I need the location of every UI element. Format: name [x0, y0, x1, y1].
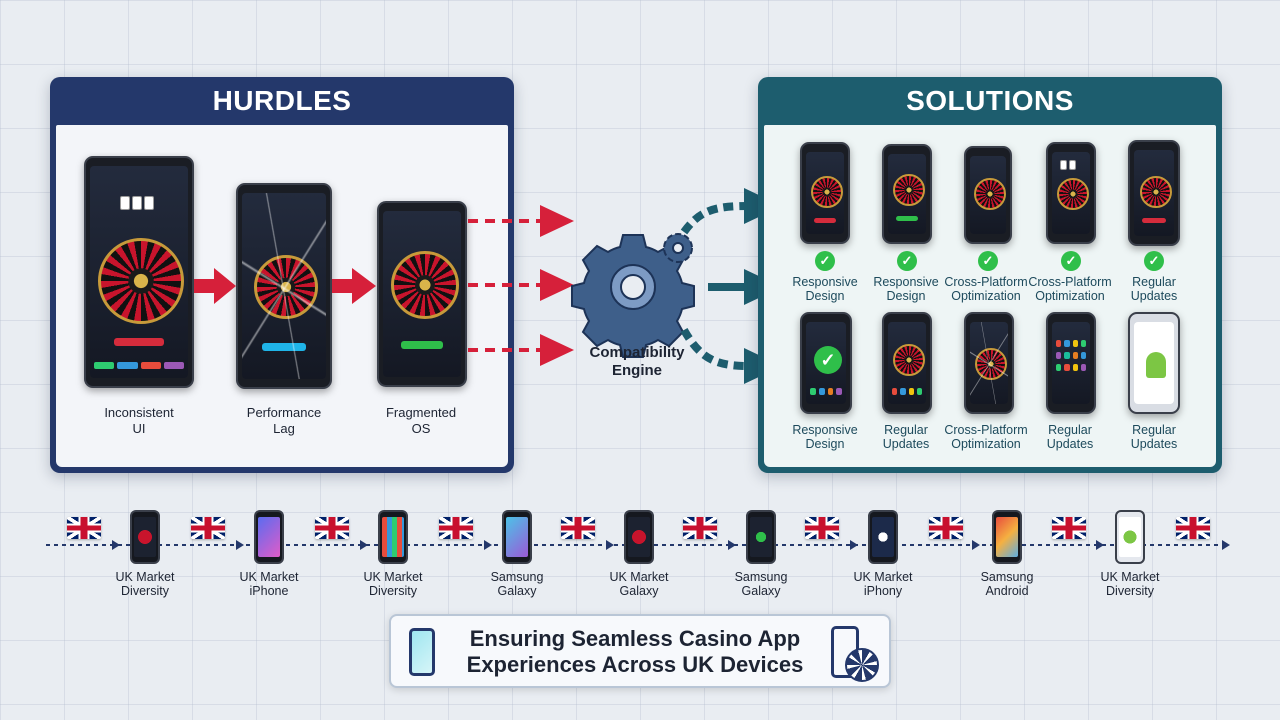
uk-flag-icon: [315, 517, 349, 539]
strip-phone-7: [868, 510, 898, 564]
solution-phone-r1-5: [1128, 140, 1180, 246]
strip-label-3: UK Market Diversity: [348, 570, 438, 598]
uk-flag-icon: [805, 517, 839, 539]
android-icon: [1146, 352, 1166, 378]
solution-phone-r2-5: [1128, 312, 1180, 414]
strip-phone-6: [746, 510, 776, 564]
check-icon: ✓: [1061, 251, 1081, 271]
phone-icon: [409, 628, 435, 676]
solutions-title: SOLUTIONS: [758, 77, 1222, 125]
strip-phone-3: [378, 510, 408, 564]
label-fragmented-os: Fragmented OS: [371, 405, 471, 437]
uk-flag-icon: [191, 517, 225, 539]
uk-flag-icon: [439, 517, 473, 539]
solution-phone-r2-2: [882, 312, 932, 414]
strip-phone-4: [502, 510, 532, 564]
casino-chip-icon: [845, 648, 879, 682]
strip-label-4: Samsung Galaxy: [472, 570, 562, 598]
uk-flag-icon: [1052, 517, 1086, 539]
solution-label-r1-4: Cross-Platform Optimization: [1022, 275, 1118, 303]
phone-inconsistent-ui: [84, 156, 194, 388]
small-gear-icon: [664, 234, 692, 262]
label-performance-lag: Performance Lag: [234, 405, 334, 437]
solution-phone-r2-1: ✓: [800, 312, 852, 414]
solution-label-r2-5: Regular Updates: [1106, 423, 1202, 451]
strip-label-9: UK Market Diversity: [1085, 570, 1175, 598]
strip-label-6: Samsung Galaxy: [716, 570, 806, 598]
uk-flag-icon: [683, 517, 717, 539]
banner-text: Ensuring Seamless Casino App Experiences…: [451, 626, 819, 678]
strip-phone-5: [624, 510, 654, 564]
phone-performance-lag: [236, 183, 332, 389]
strip-phone-8: [992, 510, 1022, 564]
solution-phone-r1-3: [964, 146, 1012, 244]
check-icon: ✓: [1144, 251, 1164, 271]
strip-label-1: UK Market Diversity: [100, 570, 190, 598]
solution-phone-r1-1: [800, 142, 850, 244]
uk-flag-icon: [67, 517, 101, 539]
check-icon: ✓: [978, 251, 998, 271]
solution-phone-r2-4: [1046, 312, 1096, 414]
solution-label-r2-3: Cross-Platform Optimization: [938, 423, 1034, 451]
strip-label-8: Samsung Android: [962, 570, 1052, 598]
solution-label-r1-5: Regular Updates: [1106, 275, 1202, 303]
footer-banner: Ensuring Seamless Casino App Experiences…: [389, 614, 891, 688]
strip-phone-9: [1115, 510, 1145, 564]
uk-flag-icon: [929, 517, 963, 539]
strip-phone-1: [130, 510, 160, 564]
strip-label-7: UK Market iPhony: [838, 570, 928, 598]
check-icon: ✓: [814, 346, 842, 374]
gear-icon: [572, 235, 694, 357]
solution-phone-r1-4: [1046, 142, 1096, 244]
uk-flag-icon: [561, 517, 595, 539]
strip-label-5: UK Market Galaxy: [594, 570, 684, 598]
solution-label-r2-4: Regular Updates: [1022, 423, 1118, 451]
strip-label-2: UK Market iPhone: [224, 570, 314, 598]
hurdles-title: HURDLES: [50, 77, 514, 125]
solution-label-r1-3: Cross-Platform Optimization: [938, 275, 1034, 303]
solution-phone-r2-3: [964, 312, 1014, 414]
label-inconsistent-ui: Inconsistent UI: [89, 405, 189, 437]
solution-phone-r1-2: [882, 144, 932, 244]
uk-flag-icon: [1176, 517, 1210, 539]
phone-fragmented-os: [377, 201, 467, 387]
strip-phone-2: [254, 510, 284, 564]
check-icon: ✓: [815, 251, 835, 271]
engine-label: Compatibility Engine: [572, 344, 702, 380]
check-icon: ✓: [897, 251, 917, 271]
